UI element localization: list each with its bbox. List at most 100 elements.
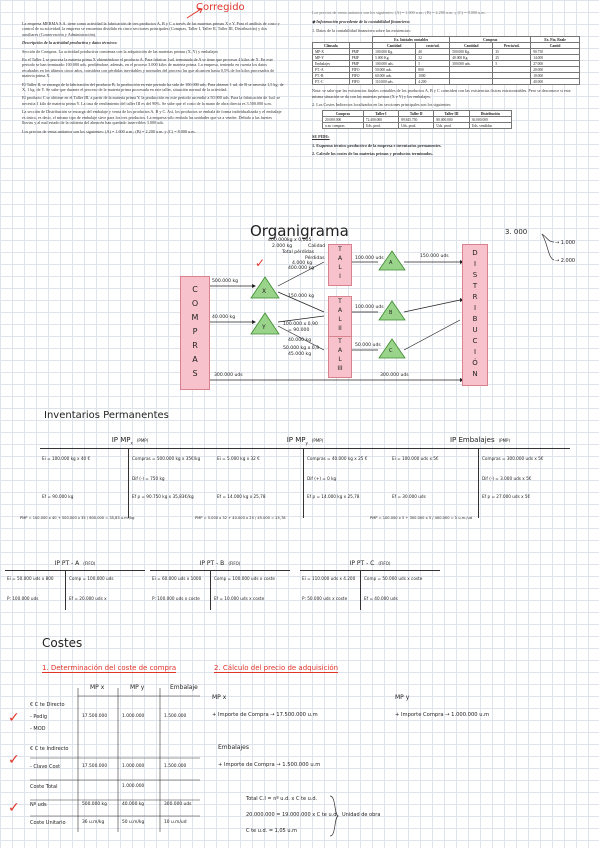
cost-cell: 17.500.000	[82, 764, 108, 769]
paragraph: Sección de Compras. La actividad product…	[22, 48, 219, 54]
cost-cell: 1.000.000	[122, 764, 145, 769]
note: 50.000 kg x 0,9	[283, 346, 320, 351]
info-title: ◆ Información procedente de la contabili…	[312, 19, 411, 25]
note: 4.000 kg	[292, 261, 313, 266]
ip-title-text: IP PT - B	[199, 560, 225, 567]
flow-label: 300.000 uds	[380, 373, 409, 378]
red-note: Total pérdidas	[282, 250, 315, 255]
flow-label: 150.000 kg	[288, 294, 315, 299]
box-letter: T	[472, 282, 478, 290]
ip-top-line	[40, 448, 220, 449]
ip-entry: Ef = 30.000 uds	[392, 494, 426, 499]
cost-col-head: MP y	[130, 684, 145, 691]
ip-entry: P: 100.000 uds x coste	[152, 596, 200, 601]
box-letter: O	[191, 299, 199, 308]
paragraph: La empresa MERMA S.A. tiene como activid…	[22, 21, 280, 37]
flow-label: 500.000 kg	[212, 279, 239, 284]
ip-top-line	[300, 570, 440, 571]
cost-cell: 1.000.000	[122, 784, 145, 789]
ip-title-text: IP PT - A	[54, 560, 80, 567]
ip-title: IP PT - B(FIFO)	[150, 560, 290, 567]
ip-entry: Dif (-) = 3.000 uds x 5€	[482, 476, 532, 481]
tri-x-label: X	[262, 288, 267, 295]
box-letter: II	[338, 325, 342, 332]
ip-entry: Compras = 300.000 uds x 5€	[482, 456, 544, 461]
table-cell: 40.000	[530, 78, 580, 86]
box-letter: P	[192, 327, 198, 336]
corner-b: → 2.000	[555, 258, 576, 264]
right-emb: Embalajes	[218, 744, 249, 751]
ip-entry: Ei = 60.000 uds x 1000	[152, 576, 202, 581]
box-letter: T	[338, 338, 342, 345]
cost-cell: 1.500.000	[164, 764, 187, 769]
note: Calidad	[308, 244, 326, 249]
box-letter: III	[337, 365, 343, 372]
box-letter: L	[338, 316, 342, 323]
costes-sub1: 1. Determinación del coste de compra	[42, 664, 177, 673]
flow-label: 100.000 uds	[355, 305, 384, 310]
ip-title-text: IP MP	[111, 436, 131, 444]
corregido-note: Corregido	[196, 2, 245, 13]
cost-col-head: MP x	[90, 684, 105, 691]
check-mark: ✓	[255, 256, 266, 270]
ip-entry: Compras = 40.000 kg x 25 €	[307, 456, 368, 461]
cost-table-lines	[30, 688, 200, 832]
box-letter: I	[473, 304, 477, 312]
ip-mid-line	[303, 448, 304, 518]
box-letter: A	[337, 255, 343, 262]
flow-label: 50.000 uds	[355, 343, 381, 348]
inventory-table: Ex. Iniciales contables Compras Ex. Fin.…	[312, 36, 580, 86]
box-letter: T	[338, 246, 342, 253]
ip-entry: Ei = 100.000 kg x 40 €	[42, 456, 91, 461]
red-note: 2.000 kg	[272, 244, 293, 249]
note: Pérdidas	[305, 256, 325, 261]
cost-cell: 17.500.000	[82, 714, 108, 719]
cost-row-label: - MOD	[30, 726, 46, 732]
box-letter: U	[472, 326, 478, 334]
costes-sub2: 2. Cálculo del precio de adquisición	[214, 664, 339, 673]
triangle-b	[378, 300, 406, 321]
cost-row-label: Nº uds	[30, 802, 47, 808]
flow-label: 100.000 uds	[355, 256, 384, 261]
box-letter: B	[472, 315, 478, 323]
ip-mp-card: IP MPy(PMP)Ei = 5.000 kg x 32 €Compras =…	[195, 436, 395, 526]
cost-cell: 300.000 uds	[164, 802, 192, 807]
table-cell: PT.-C	[312, 78, 350, 86]
corner-a: → 1.000	[555, 240, 576, 246]
box-letter: S	[192, 369, 198, 378]
table-cell: 110.000 uds.	[372, 78, 417, 86]
box-letter: S	[472, 271, 478, 279]
box-letter: R	[472, 293, 478, 301]
ip-entry: Dif (+) = 0 kg	[307, 476, 337, 481]
box-letter: L	[338, 356, 342, 363]
ip-pmp: PMP = 100.000 x 5 + 300.000 x 5 / 400.00…	[370, 516, 473, 520]
box-letter: I	[473, 260, 477, 268]
table-cell: Uds. prod.	[433, 122, 470, 130]
triangle-a	[378, 250, 406, 271]
ip-method: (FIFO)	[228, 561, 241, 566]
box-letter: Ó	[472, 359, 478, 367]
bracket-arrows	[541, 233, 555, 261]
arrow-mark	[186, 7, 203, 19]
check-mark: ✓	[8, 800, 20, 816]
ip-mid-line	[360, 570, 361, 610]
right-mpx: MP x	[212, 694, 227, 701]
triangle-x	[250, 276, 280, 299]
ip-entry: P: 100.000 uds	[7, 596, 39, 601]
ip-title-sub: x	[130, 440, 133, 446]
ip-mid-line	[210, 570, 211, 610]
ip-top-line	[390, 448, 570, 449]
ip-entry: Ef p = 27.000 uds x 5€	[482, 494, 531, 499]
box-letter: D	[472, 249, 478, 257]
box-letter: C	[472, 337, 478, 345]
brace	[329, 795, 339, 837]
